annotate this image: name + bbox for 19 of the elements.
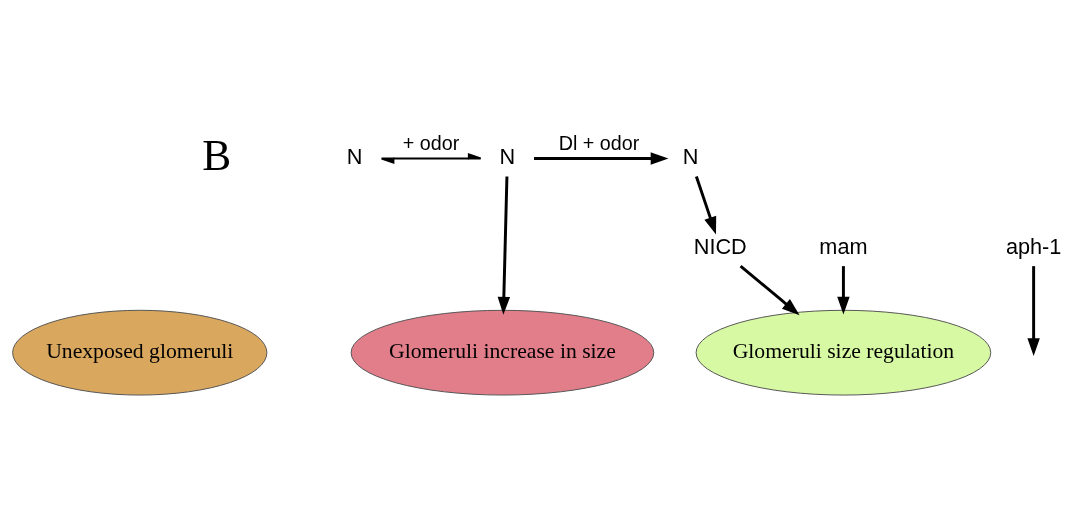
node-text: aph-1	[1005, 233, 1062, 259]
arrow	[694, 175, 717, 235]
label: B	[202, 130, 232, 179]
arrow	[1027, 265, 1040, 356]
arrow	[739, 264, 800, 315]
arrow	[497, 176, 511, 315]
node-ellipse: Unexposed glomeruli	[12, 309, 268, 396]
arrow	[837, 265, 850, 314]
edge-label: + odor	[402, 131, 460, 154]
node-text: N	[499, 143, 516, 169]
node-text: N	[346, 143, 363, 169]
arrow	[380, 152, 482, 164]
node-ellipse: Glomeruli size regulation	[695, 309, 992, 396]
arrow	[534, 151, 669, 165]
node-text: mam	[819, 233, 868, 259]
node-text: NICD	[693, 233, 747, 259]
edge-label: Dl + odor	[558, 131, 640, 154]
node-ellipse: Glomeruli increase in size	[350, 309, 655, 396]
node-text: N	[682, 143, 699, 169]
